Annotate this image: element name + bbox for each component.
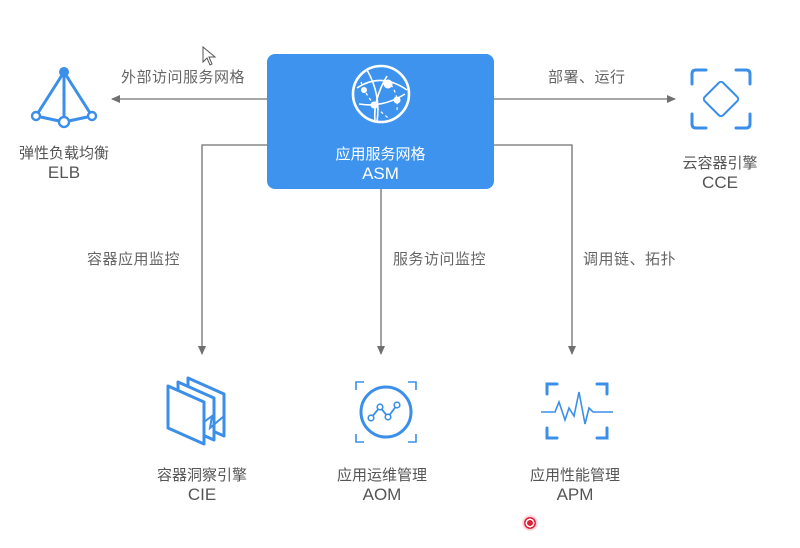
mouse-pointer-icon bbox=[202, 46, 217, 66]
cce-title-en: CCE bbox=[702, 173, 738, 192]
edge-asm-apm bbox=[494, 144, 576, 355]
edge-label-cie: 容器应用监控 bbox=[87, 250, 181, 268]
cie-title-cn: 容器洞察引擎 bbox=[156, 466, 247, 484]
edge-label-apm: 调用链、拓扑 bbox=[583, 250, 677, 268]
container-insight-icon bbox=[166, 376, 226, 446]
edge-label-elb: 外部访问服务网格 bbox=[121, 68, 246, 86]
edge-label-aom: 服务访问监控 bbox=[393, 250, 487, 268]
globe-network-icon bbox=[351, 64, 411, 124]
cce-title-cn: 云容器引擎 bbox=[682, 154, 758, 172]
asm-hub-node[interactable]: 应用服务网格 ASM bbox=[267, 54, 494, 189]
cie-title-en: CIE bbox=[187, 485, 217, 504]
apm-title-cn: 应用性能管理 bbox=[529, 466, 620, 484]
apm-title-en: APM bbox=[556, 485, 594, 504]
elb-title-cn: 弹性负载均衡 bbox=[18, 144, 109, 162]
click-indicator bbox=[522, 515, 538, 531]
ops-chart-icon bbox=[355, 381, 417, 443]
edge-asm-cie bbox=[198, 144, 267, 355]
aom-title-en: AOM bbox=[362, 485, 402, 504]
elb-title-en: ELB bbox=[47, 163, 81, 182]
container-engine-icon bbox=[690, 68, 752, 130]
asm-title-cn: 应用服务网格 bbox=[335, 145, 426, 163]
load-balancer-icon bbox=[30, 67, 98, 129]
edge-label-cce: 部署、运行 bbox=[548, 68, 626, 86]
asm-title-en: ASM bbox=[362, 164, 399, 183]
aom-title-cn: 应用运维管理 bbox=[336, 466, 427, 484]
pulse-waveform-icon bbox=[541, 382, 613, 440]
